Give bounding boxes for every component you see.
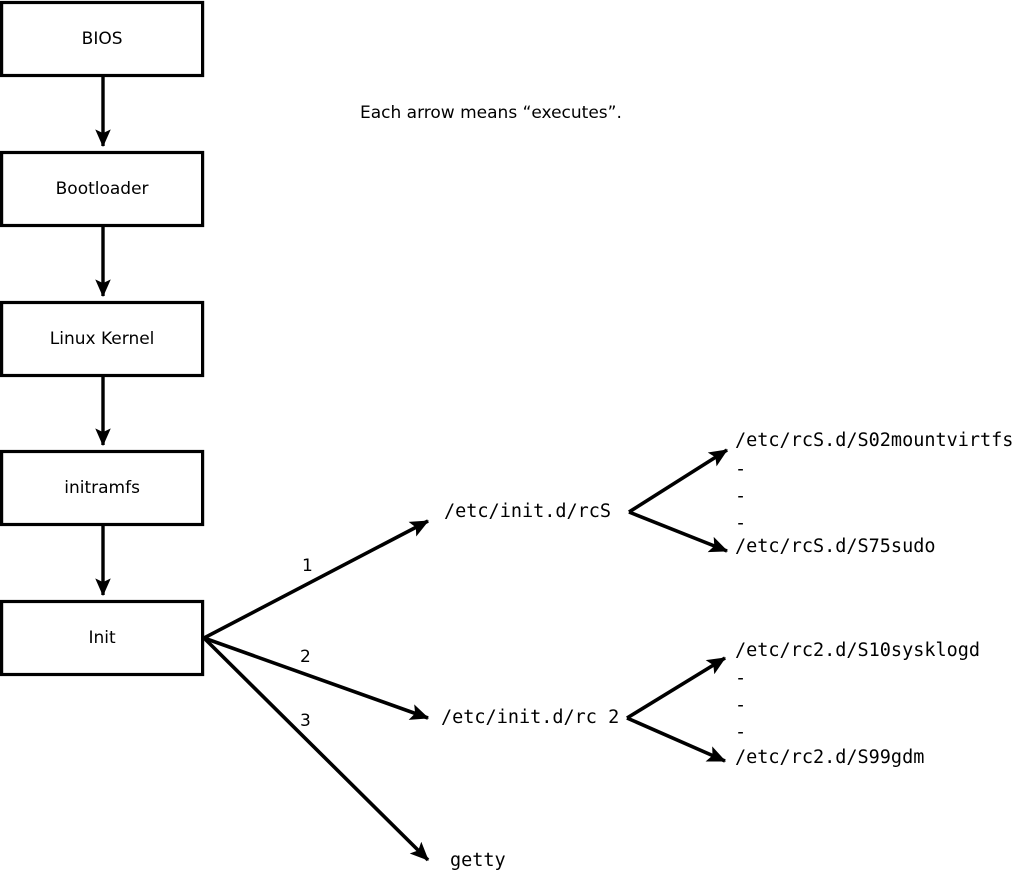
rc2-ellipsis-dash-3: - [735,722,747,743]
arrow-init-to-getty [202,636,430,862]
label-rc2-first-script: /etc/rc2.d/S10sysklogd [735,640,981,661]
arrow-rcs-to-last-script [628,510,729,553]
rcs-ellipsis-dash-1: - [735,459,747,480]
branch-number-3: 3 [300,711,311,731]
arrow-rc2-to-first-script [626,656,726,720]
rcs-ellipsis-dash-2: - [735,486,747,507]
label-getty: getty [450,850,506,871]
rc2-ellipsis-dash-2: - [735,695,747,716]
box-linux-kernel [0,300,205,378]
label-rcs-first-script: /etc/rcS.d/S02mountvirtfs [735,430,1014,451]
branch-number-1: 1 [302,556,313,576]
box-init [0,599,205,677]
rc2-ellipsis-dash-1: - [735,668,747,689]
arrow-init-to-rc2 [203,636,430,720]
box-bios [0,0,205,78]
label-rc2-last-script: /etc/rc2.d/S99gdm [735,747,925,768]
rcs-ellipsis-dash-3: - [735,513,747,534]
box-bootloader [0,150,205,228]
arrow-init-to-rcs [203,519,429,640]
arrow-rc2-to-last-script [626,716,727,763]
label-etc-init-d-rc2: /etc/init.d/rc 2 [441,707,620,728]
arrow-rcs-to-first-script [628,448,728,514]
label-etc-init-d-rcs: /etc/init.d/rcS [444,501,612,522]
legend-note: Each arrow means “executes”. [360,103,622,123]
branch-number-2: 2 [300,647,311,667]
box-initramfs [0,449,205,527]
label-rcs-last-script: /etc/rcS.d/S75sudo [735,536,936,557]
